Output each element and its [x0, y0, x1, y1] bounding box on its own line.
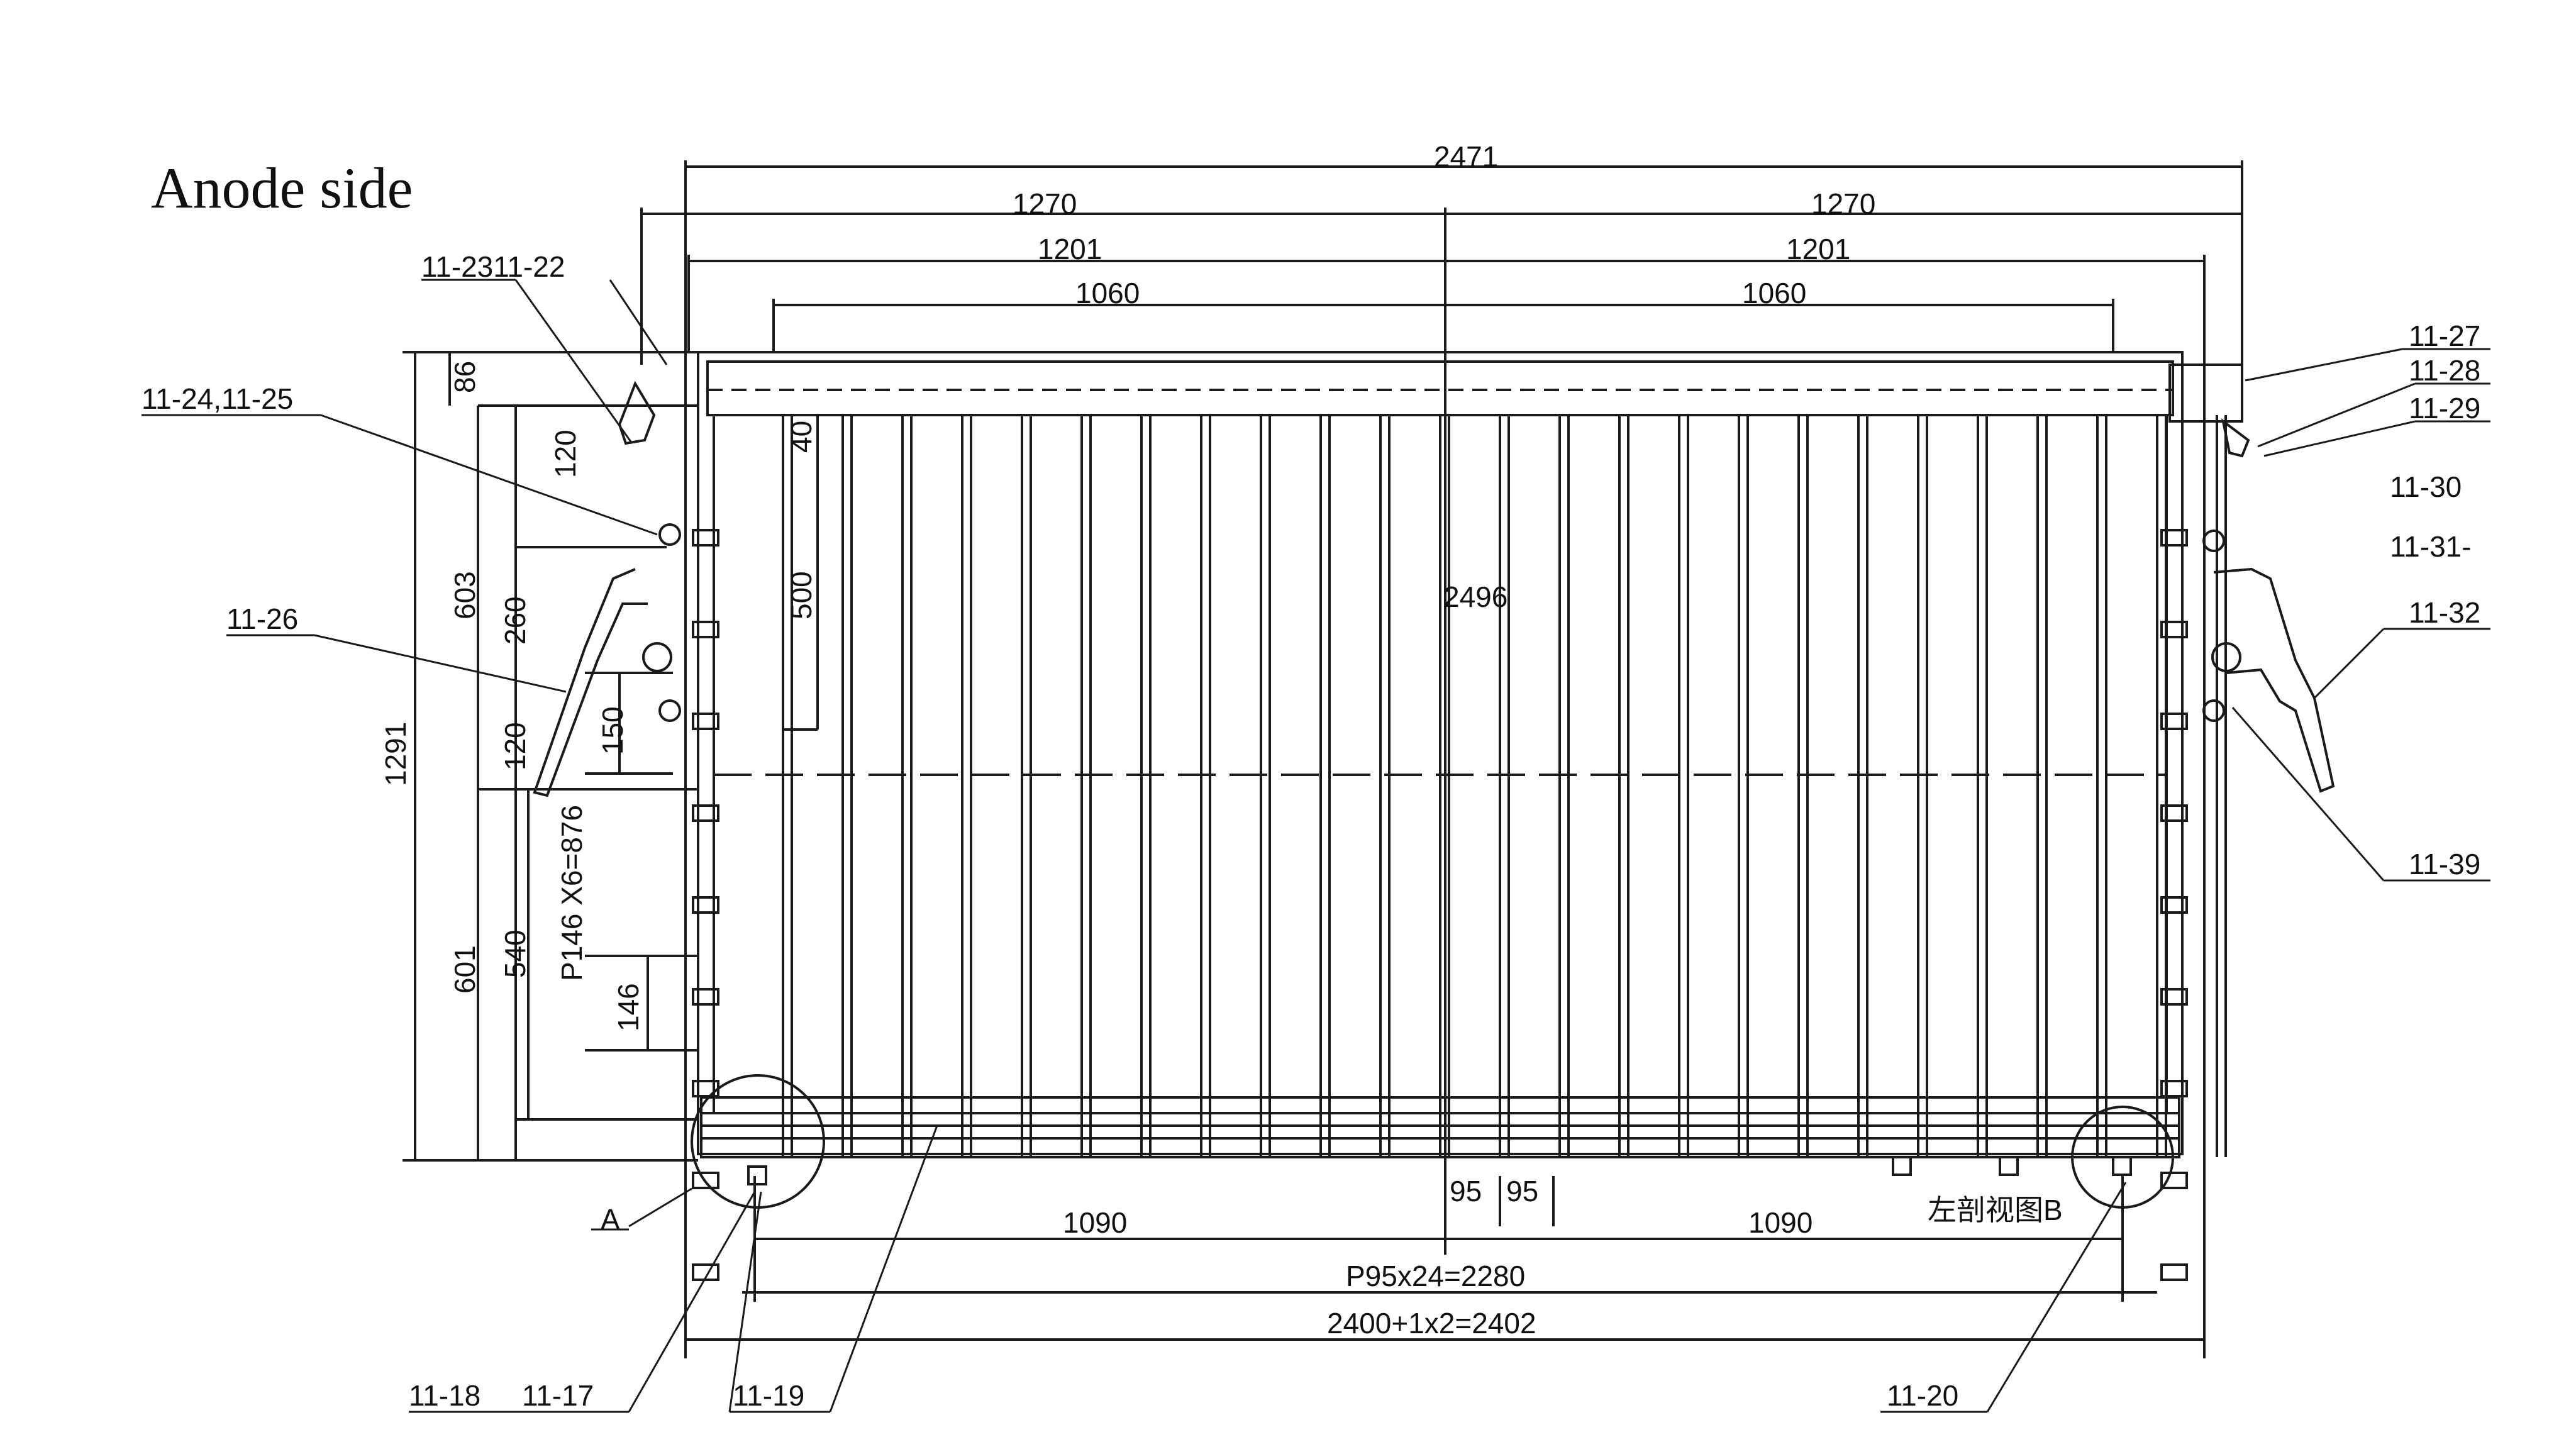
label-11-29: 11-29 — [2409, 392, 2480, 425]
dim-1201-right: 1201 — [1786, 233, 1850, 265]
dim-pitch-vertical: P146 X6=876 — [555, 805, 588, 981]
side-bolt — [692, 1172, 719, 1189]
label-11-18: 11-18 — [409, 1379, 480, 1412]
dim-150: 150 — [596, 706, 629, 755]
dim-pitch-horizontal: P95x24=2280 — [1346, 1260, 1525, 1292]
dim-86: 86 — [448, 361, 481, 393]
side-bolt — [692, 621, 719, 638]
part-labels: 11-2311-22 11-24,11-25 11-26 A 11-18 11-… — [142, 250, 2480, 1412]
right-fittings — [747, 418, 2335, 1185]
label-11-17: 11-17 — [522, 1379, 594, 1412]
dim-95-left: 95 — [1450, 1175, 1482, 1207]
side-bolt — [2160, 896, 2188, 914]
leader-lines — [142, 279, 2490, 1413]
side-bolt — [2160, 1263, 2188, 1281]
label-11-31: 11-31- — [2390, 530, 2472, 563]
side-bolt — [692, 804, 719, 822]
label-11-24-11-25: 11-24,11-25 — [142, 382, 293, 415]
side-bolt — [692, 896, 719, 914]
dim-601: 601 — [448, 945, 481, 994]
dim-1060-left: 1060 — [1075, 277, 1140, 309]
dim-120-top: 120 — [549, 430, 582, 478]
side-bolt — [2160, 713, 2188, 730]
dim-540: 540 — [499, 930, 531, 978]
label-11-19: 11-19 — [733, 1379, 804, 1412]
side-bolt — [692, 529, 719, 547]
dimension-texts: 2471 1270 1270 1201 1201 1060 1060 1291 … — [379, 140, 1875, 1340]
dim-40: 40 — [785, 421, 818, 453]
label-11-32: 11-32 — [2409, 596, 2480, 629]
label-11-27: 11-27 — [2409, 319, 2480, 352]
dim-603: 603 — [448, 571, 481, 619]
dim-1090-left: 1090 — [1063, 1206, 1127, 1239]
dim-95-right: 95 — [1506, 1175, 1538, 1207]
bottom-dimension-lines — [686, 1176, 2204, 1341]
frame-linework — [640, 160, 2243, 1358]
side-bolt — [2160, 988, 2188, 1006]
dim-overall-bottom: 2400+1x2=2402 — [1327, 1307, 1536, 1340]
side-bolt — [2160, 529, 2188, 547]
dim-1090-right: 1090 — [1748, 1206, 1813, 1239]
label-a: A — [601, 1203, 620, 1236]
dim-260: 260 — [499, 596, 531, 645]
dim-120-mid: 120 — [499, 722, 531, 770]
dim-146: 146 — [612, 983, 645, 1031]
label-11-23-11-22: 11-2311-22 — [421, 250, 565, 283]
dim-1270-right: 1270 — [1811, 187, 1875, 220]
dim-1291: 1291 — [379, 722, 412, 786]
side-bolt — [2160, 804, 2188, 822]
dim-1201-left: 1201 — [1038, 233, 1102, 265]
drawing-title: Anode side — [151, 156, 413, 220]
grid-bars — [782, 415, 2227, 1157]
label-11-26: 11-26 — [226, 602, 298, 635]
side-bolt — [692, 1263, 719, 1281]
side-bolt — [2160, 1172, 2188, 1189]
label-11-20: 11-20 — [1887, 1379, 1958, 1412]
label-11-30: 11-30 — [2390, 470, 2462, 503]
side-bolt — [692, 988, 719, 1006]
dim-overall-width: 2471 — [1434, 140, 1498, 173]
label-11-39: 11-39 — [2409, 848, 2480, 880]
dim-2496: 2496 — [1443, 580, 1507, 613]
dim-1270-left: 1270 — [1013, 187, 1077, 220]
left-fittings — [402, 351, 2174, 1209]
label-11-28: 11-28 — [2409, 354, 2480, 387]
side-bolt — [692, 1080, 719, 1097]
dim-1060-right: 1060 — [1742, 277, 1806, 309]
label-section-view-b: 左剖视图B — [1928, 1194, 2063, 1226]
side-bolt — [2160, 621, 2188, 638]
side-bolt — [692, 713, 719, 730]
side-bolt — [2160, 1080, 2188, 1097]
dim-500: 500 — [785, 571, 818, 619]
